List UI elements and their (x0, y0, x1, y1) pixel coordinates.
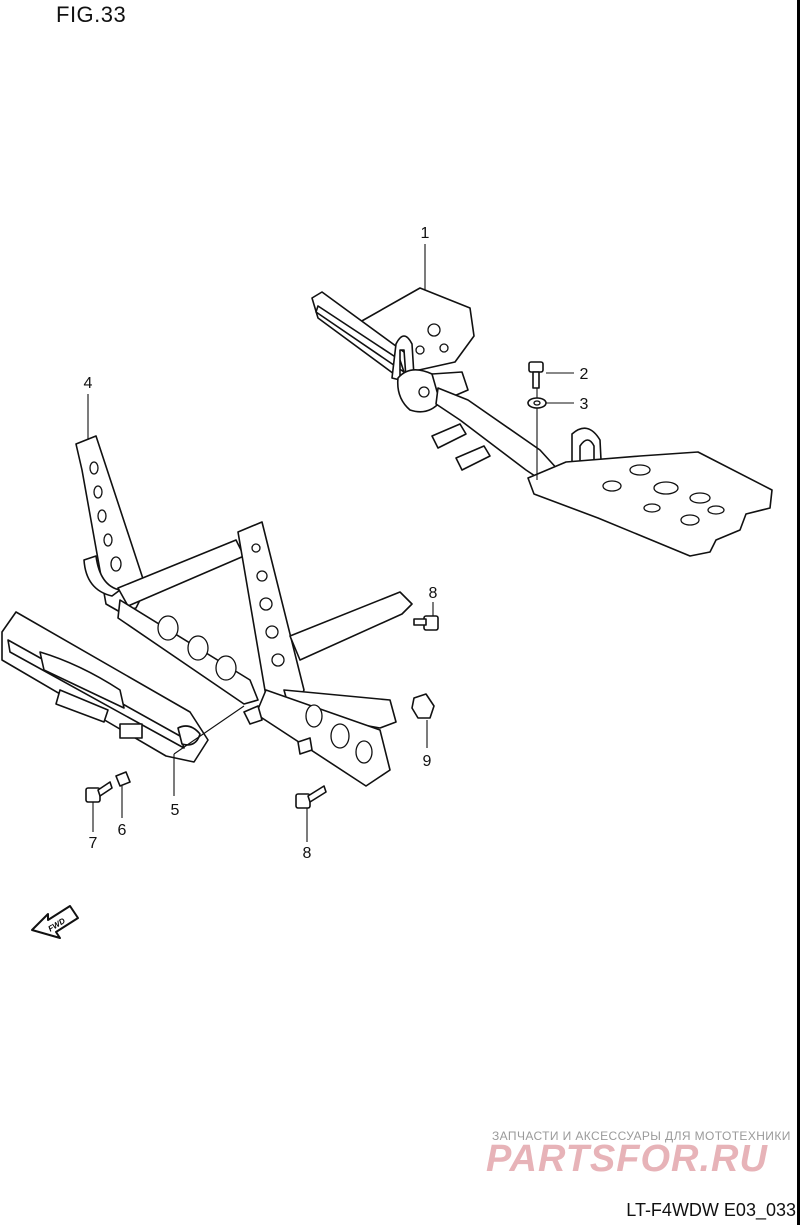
callout-3: 3 (580, 396, 589, 413)
part-frame-bracket (75, 435, 413, 787)
part-bolt-7 (85, 781, 113, 803)
figure-code: LT-F4WDW E03_033 (626, 1200, 796, 1220)
part-nut-6 (115, 771, 131, 787)
watermark-tagline: ЗАПЧАСТИ И АКСЕССУАРЫ ДЛЯ МОТОТЕХНИКИ (492, 1129, 791, 1143)
part-front-guard (1, 611, 209, 763)
callout-8-upper: 8 (429, 585, 438, 602)
callout-1: 1 (421, 225, 430, 242)
callout-6: 6 (118, 822, 127, 839)
callout-8-lower: 8 (303, 845, 312, 862)
part-bolt-8-lower (295, 785, 327, 809)
callout-9: 9 (423, 753, 432, 770)
watermark-logo: PARTSFOR.RU (486, 1138, 768, 1180)
part-nut-9 (411, 693, 435, 719)
fwd-arrow-icon: FWD (31, 905, 79, 939)
part-bolt-2 (528, 361, 544, 389)
callout-5: 5 (171, 802, 180, 819)
part-footrest-bracket (311, 287, 773, 557)
callout-7: 7 (89, 835, 98, 852)
right-border (797, 0, 800, 1225)
part-washer-3 (527, 397, 547, 409)
callout-2: 2 (580, 366, 589, 383)
part-bolt-8-upper (413, 615, 439, 631)
figure-title: FIG.33 (56, 2, 127, 27)
callout-4: 4 (84, 375, 93, 392)
callout-labels: 1 2 3 4 5 6 7 8 8 9 (84, 225, 589, 862)
leader-lines (87, 244, 574, 842)
